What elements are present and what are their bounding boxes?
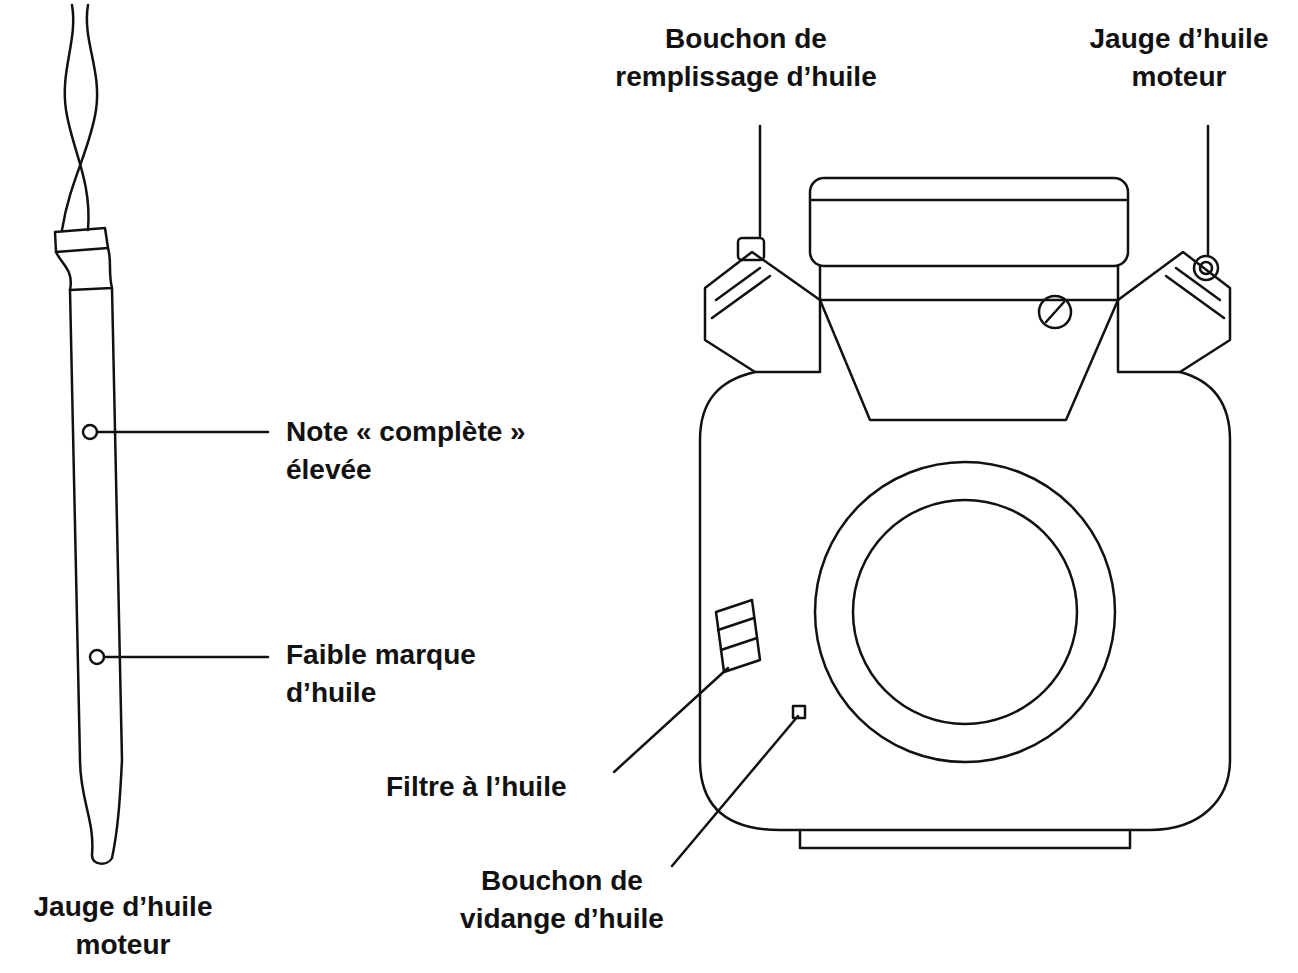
part-label: Bouchon de remplissage d’huile bbox=[586, 20, 906, 96]
leader-lines bbox=[97, 126, 1208, 866]
part-label: Bouchon de vidange d’huile bbox=[432, 862, 692, 938]
part-label: Filtre à l’huile bbox=[386, 768, 616, 806]
dipstick bbox=[55, 5, 122, 864]
engine bbox=[700, 178, 1230, 848]
part-label: Jauge d’huile moteur bbox=[8, 888, 238, 964]
mark-label: Faible marque d’huile bbox=[286, 636, 526, 712]
mark-label: Note « complète » élevée bbox=[286, 413, 586, 489]
part-label: Jauge d’huile moteur bbox=[1064, 20, 1294, 96]
